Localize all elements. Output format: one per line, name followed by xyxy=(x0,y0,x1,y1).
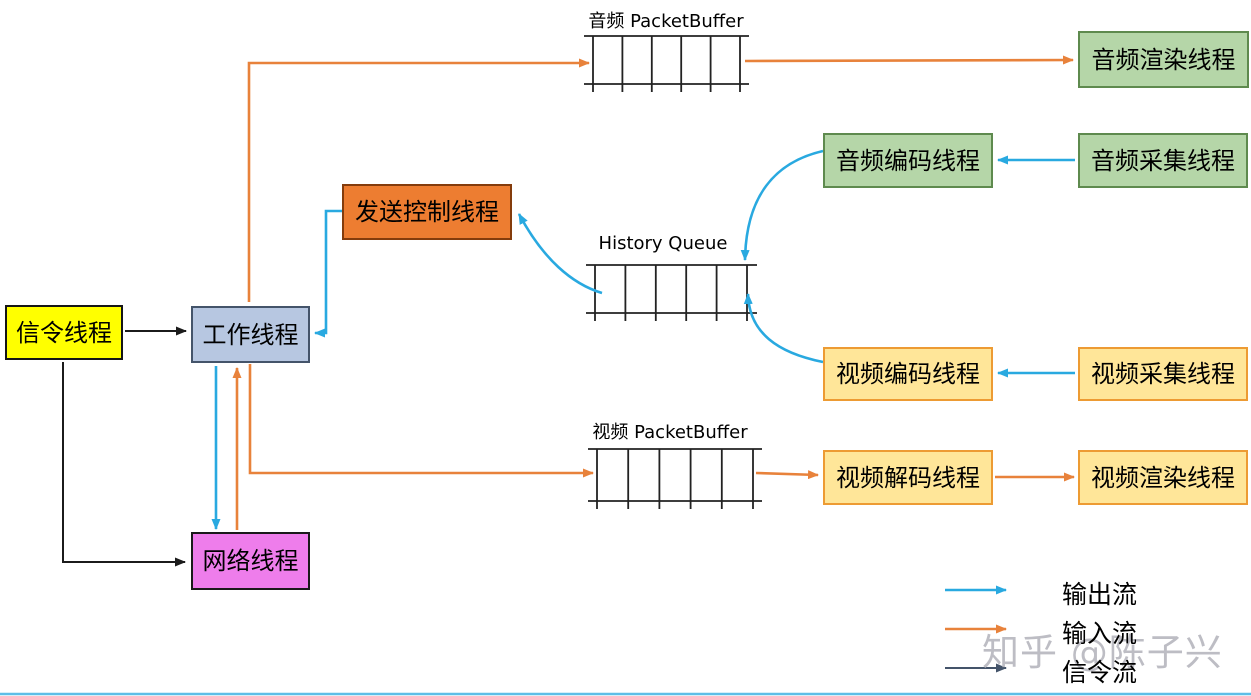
audio-packet-buffer-label: 音频 PacketBuffer xyxy=(588,11,744,32)
node-video-encode-thread: 视频编码线程 xyxy=(823,347,993,401)
arrow-worker-to-audio-packet-buffer xyxy=(247,58,590,302)
arrow-signal-to-network xyxy=(62,362,186,567)
arrow-video-encode-to-history-queue xyxy=(743,293,824,364)
node-video-capture-thread: 视频采集线程 xyxy=(1078,347,1248,401)
node-video-decode-thread: 视频解码线程 xyxy=(823,450,993,505)
zhihu-watermark: 知乎 @陈子兴 xyxy=(982,631,1223,674)
history-queue-icon xyxy=(586,264,757,321)
node-audio-encode-thread: 音频编码线程 xyxy=(823,133,993,188)
node-network-thread: 网络线程 xyxy=(191,532,310,590)
arrow-send-control-to-worker xyxy=(314,209,342,338)
legend-item-output-stream: 输出流 xyxy=(1062,580,1138,609)
node-video-render-thread: 视频渲染线程 xyxy=(1078,450,1248,505)
arrow-history-queue-to-send-control xyxy=(517,213,603,295)
audio-packet-buffer-queue-icon xyxy=(584,35,749,92)
node-send-control-thread: 发送控制线程 xyxy=(342,184,512,240)
arrow-audio-packet-buffer-to-audio-render xyxy=(744,55,1074,65)
video-packet-buffer-queue-icon xyxy=(588,448,762,509)
history-queue-label: History Queue xyxy=(598,233,728,254)
video-packet-buffer-label: 视频 PacketBuffer xyxy=(592,422,748,443)
legend-item-input-stream: 输入流 xyxy=(1062,619,1138,648)
arrow-audio-encode-to-history-queue xyxy=(740,149,824,261)
node-worker-thread: 工作线程 xyxy=(191,306,310,363)
arrow-video-packet-buffer-to-video-decode xyxy=(755,470,819,480)
legend-item-signal-stream: 信令流 xyxy=(1062,658,1138,687)
arrow-worker-to-video-packet-buffer xyxy=(248,364,594,478)
node-audio-render-thread: 音频渲染线程 xyxy=(1078,31,1249,88)
node-signal-thread: 信令线程 xyxy=(5,305,123,360)
node-audio-capture-thread: 音频采集线程 xyxy=(1078,133,1248,188)
